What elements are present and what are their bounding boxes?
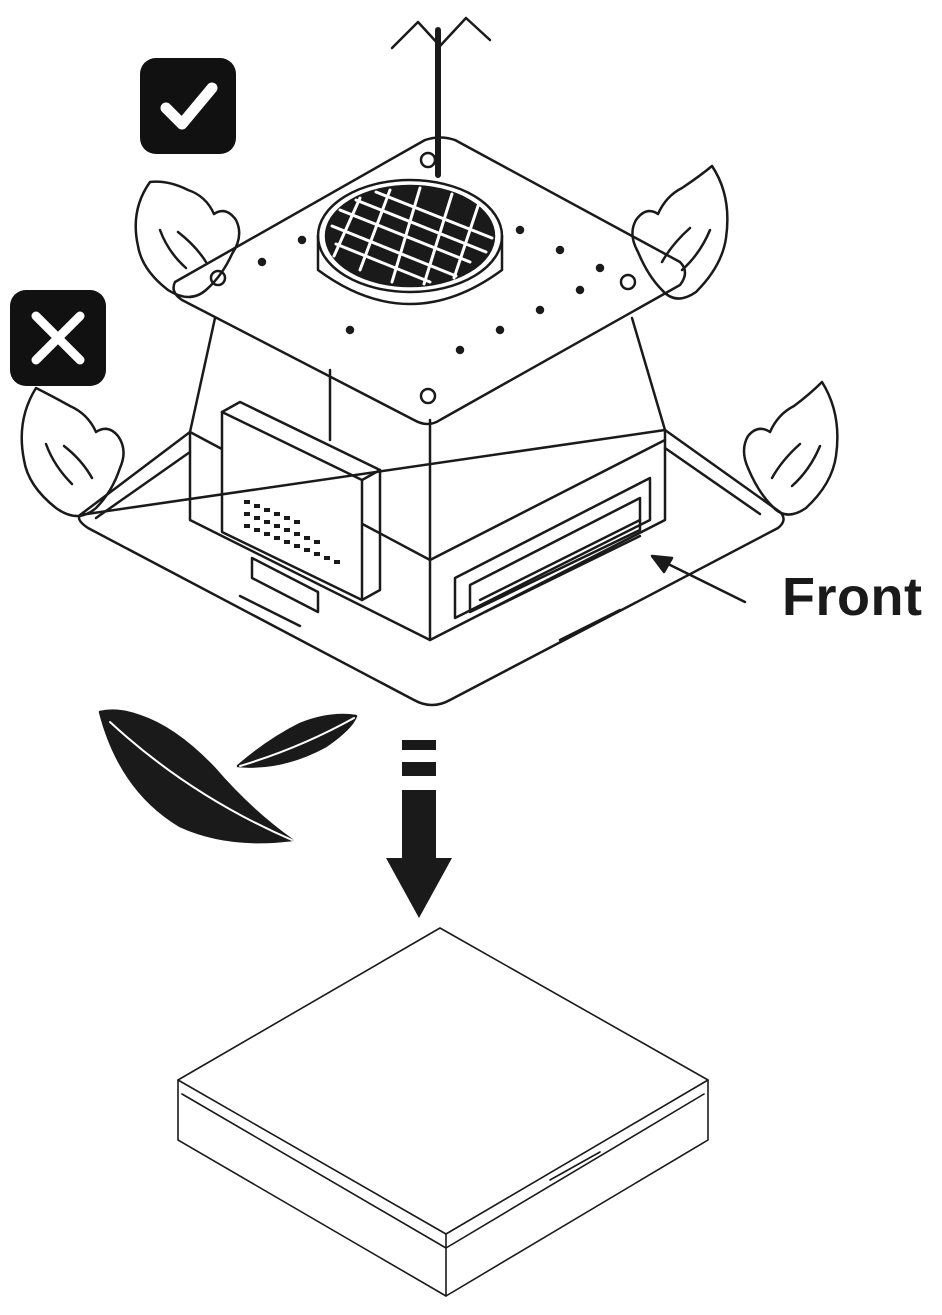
checkmark-icon	[160, 82, 218, 130]
down-arrow-icon	[386, 740, 452, 918]
front-connector	[453, 476, 652, 620]
correct-badge	[140, 58, 236, 154]
bottom-plate	[77, 428, 785, 707]
front-pointer-arrow	[650, 554, 747, 604]
front-label: Front	[782, 567, 923, 627]
fan-grille	[316, 178, 504, 306]
hand-bottom-right	[742, 380, 839, 516]
lifting-rod	[390, 16, 492, 178]
feather-small-icon	[236, 713, 358, 768]
top-plate	[172, 136, 687, 426]
base-box	[177, 927, 709, 1297]
control-box	[220, 400, 382, 614]
feather-icon	[98, 709, 294, 844]
hand-top-right	[631, 164, 729, 300]
cross-icon	[31, 311, 85, 365]
hand-bottom-left	[20, 386, 125, 518]
incorrect-badge	[10, 290, 106, 386]
hand-top-left	[134, 180, 241, 299]
